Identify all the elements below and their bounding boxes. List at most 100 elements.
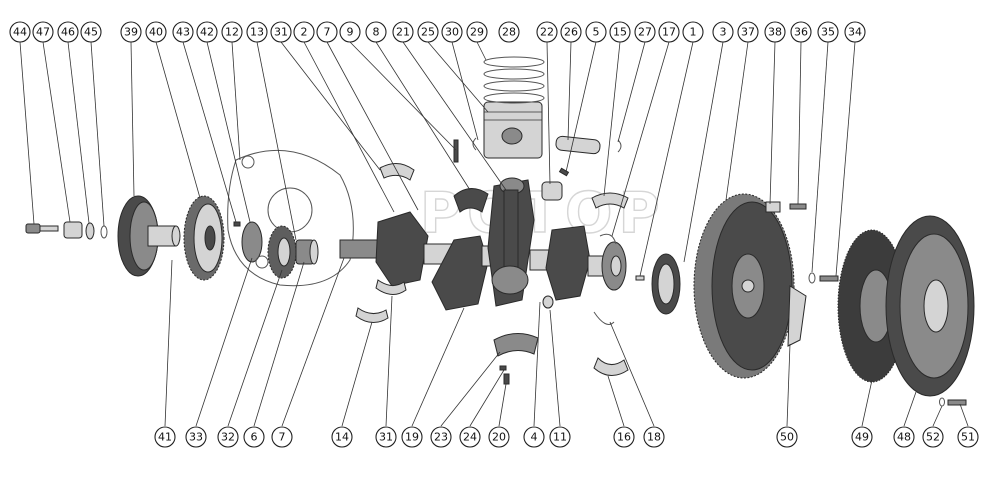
svg-text:35: 35 [821,26,835,39]
svg-text:39: 39 [124,26,138,39]
svg-text:12: 12 [225,26,239,39]
snap-ring-2 [617,139,622,153]
svg-text:48: 48 [897,431,911,444]
piston-pin-bushing [541,181,563,201]
svg-text:16: 16 [617,431,631,444]
svg-text:33: 33 [189,431,203,444]
svg-text:25: 25 [421,26,435,39]
svg-text:37: 37 [741,26,755,39]
svg-text:24: 24 [463,431,477,444]
pressure-plate [885,215,975,397]
callout-14: 14 [331,426,353,448]
callout-19: 19 [401,426,423,448]
callout-52: 52 [922,426,944,448]
callout-36: 36 [790,21,812,43]
callout-48: 48 [893,426,915,448]
svg-text:3: 3 [720,26,727,39]
callout-23: 23 [430,426,452,448]
callout-18: 18 [643,426,665,448]
callout-20: 20 [488,426,510,448]
gear-hub [295,239,319,265]
svg-text:51: 51 [961,431,975,444]
dowel-pin [635,275,645,281]
pressure-plate-washer [939,397,945,407]
callout-3: 3 [712,21,734,43]
callout-49: 49 [851,426,873,448]
svg-text:45: 45 [84,26,98,39]
callout-15: 15 [609,21,631,43]
callout-31-top: 31 [270,21,292,43]
callout-6: 6 [243,426,265,448]
callout-44: 44 [9,21,31,43]
svg-text:23: 23 [434,431,448,444]
svg-text:34: 34 [848,26,862,39]
callout-13: 13 [246,21,268,43]
svg-text:27: 27 [638,26,652,39]
callout-43: 43 [172,21,194,43]
piston-ring-1 [483,56,545,68]
svg-text:1: 1 [690,26,697,39]
leader-lines-bottom [164,257,969,427]
piston-ring-3 [483,80,545,92]
svg-text:19: 19 [405,431,419,444]
svg-text:46: 46 [61,26,75,39]
callout-8: 8 [365,21,387,43]
svg-text:50: 50 [780,431,794,444]
callout-33: 33 [185,426,207,448]
bearing-shell-rear-lower [593,357,629,376]
svg-text:15: 15 [613,26,627,39]
callout-7-bottom: 7 [271,426,293,448]
pulley-bolt [25,223,59,234]
svg-text:7: 7 [279,431,286,444]
thrust-half-ring [453,188,489,213]
pulley-sleeve [63,221,83,239]
svg-text:31: 31 [274,26,288,39]
svg-text:17: 17 [662,26,676,39]
svg-text:14: 14 [335,431,349,444]
svg-text:6: 6 [251,431,258,444]
callout-11: 11 [549,426,571,448]
callouts-top: 44 47 46 45 39 40 43 42 12 13 31 2 7 9 8… [9,21,866,43]
rear-oil-seal-inner [657,263,675,305]
callout-26: 26 [560,21,582,43]
callout-1: 1 [682,21,704,43]
callout-5: 5 [585,21,607,43]
o-ring [100,225,108,239]
bushing [542,295,554,309]
svg-text:28: 28 [502,26,516,39]
callout-31-bottom: 31 [375,426,397,448]
svg-text:38: 38 [768,26,782,39]
callout-38: 38 [764,21,786,43]
svg-text:22: 22 [540,26,554,39]
callout-17: 17 [658,21,680,43]
callout-9: 9 [339,21,361,43]
svg-text:52: 52 [926,431,940,444]
callouts-bottom: 41 33 32 6 7 14 31 19 23 24 20 4 11 16 1… [154,426,979,448]
callout-24: 24 [459,426,481,448]
callout-12: 12 [221,21,243,43]
callout-46: 46 [57,21,79,43]
piston-ring-4 [483,92,545,104]
thrust-washer [85,222,95,240]
svg-text:26: 26 [564,26,578,39]
callout-4: 4 [523,426,545,448]
callout-28: 28 [498,21,520,43]
callout-2: 2 [293,21,315,43]
svg-text:43: 43 [176,26,190,39]
pressure-plate-bolt [947,399,967,406]
svg-text:32: 32 [221,431,235,444]
svg-text:30: 30 [445,26,459,39]
callout-27: 27 [634,21,656,43]
callout-32: 32 [217,426,239,448]
piston-ring-2 [483,68,545,80]
svg-text:13: 13 [250,26,264,39]
crankshaft-pulley [117,195,181,277]
bearing-washer [808,272,816,284]
svg-text:40: 40 [149,26,163,39]
connecting-rod-cap [493,333,539,357]
callout-39: 39 [120,21,142,43]
clutch-disc [837,229,907,383]
flywheel-bolt [789,203,807,210]
parts [25,56,975,407]
